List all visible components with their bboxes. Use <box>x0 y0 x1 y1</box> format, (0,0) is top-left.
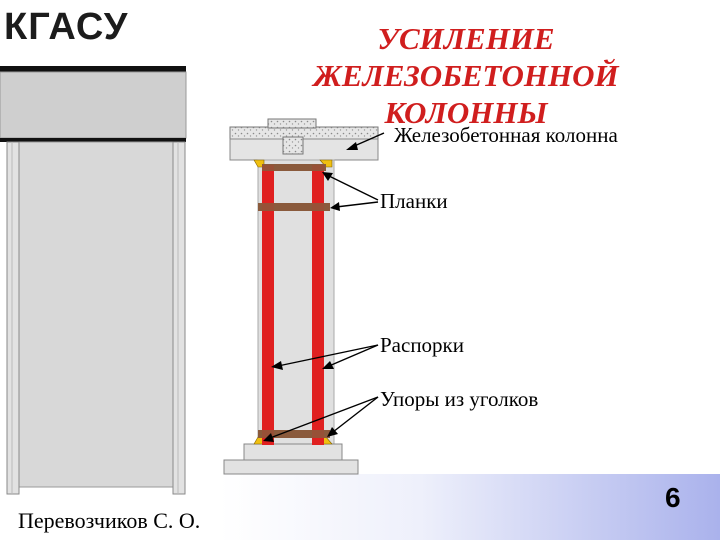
title-line-3: КОЛОННЫ <box>384 95 548 130</box>
logo-text: КГАСУ <box>4 6 129 48</box>
leader-strut-left <box>277 344 379 367</box>
label-plates: Планки <box>380 189 448 213</box>
leader-stop-right <box>332 396 379 433</box>
leader-plate-top <box>326 174 379 201</box>
author-name: Перевозчиков С. О. <box>18 508 201 533</box>
base-slab <box>223 443 359 475</box>
strut-right <box>312 165 324 445</box>
page-number: 6 <box>665 482 681 513</box>
plate-1-overlay <box>262 164 326 171</box>
leader-strut-right <box>328 344 379 367</box>
leader-stop-left <box>269 396 379 439</box>
leader-plate-middle <box>335 201 379 208</box>
leader-column <box>351 132 385 148</box>
title-line-1: УСИЛЕНИЕ <box>377 21 555 56</box>
plate-3-overlay <box>258 430 330 438</box>
slide-title: УСИЛЕНИЕ ЖЕЛЕЗОБЕТОННОЙ КОЛОННЫ <box>282 20 650 131</box>
left-decorative-frame <box>0 66 187 495</box>
title-line-2: ЖЕЛЕЗОБЕТОННОЙ <box>313 58 619 93</box>
label-column: Железобетонная колонна <box>394 123 618 147</box>
struts <box>262 165 324 445</box>
top-slab <box>229 118 379 161</box>
plate-2-overlay <box>258 203 330 211</box>
leader-arrows <box>263 132 385 442</box>
label-angle-stops: Упоры из уголков <box>380 387 539 411</box>
footer-gradient-band <box>220 474 720 540</box>
label-struts: Распорки <box>380 333 464 357</box>
strut-left <box>262 165 274 445</box>
